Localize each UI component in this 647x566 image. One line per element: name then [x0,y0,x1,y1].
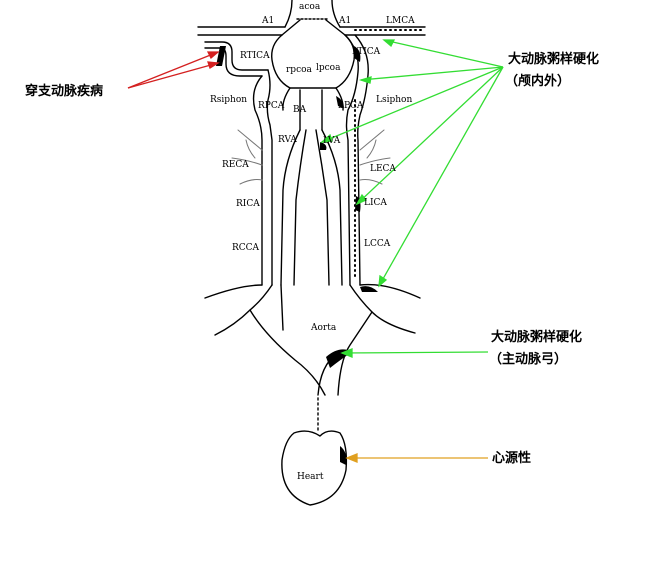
vessel-r-external-carotid [231,129,263,185]
label-a1-right: A1 [339,16,352,26]
label-heart: Heart [297,472,324,482]
heart-outline [281,430,348,506]
plaque-cardiac [340,446,347,465]
label-lpca: LPCA [338,101,364,111]
vessel-a1-right [339,26,426,36]
atherosclerosis-arch-arrow [340,348,489,358]
atherosclerosis-intra-extra-arrows [320,39,504,288]
label-lpcoa: lpcoa [316,63,341,73]
callout-atherosclerosis-arch-sub: （主动脉弓） [489,352,568,367]
label-lcca: LCCA [364,239,391,249]
label-lva: LVA [323,136,341,146]
vessel-r-siphon [252,69,273,286]
callout-atherosclerosis-intra-extra-title: 大动脉粥样硬化 [508,52,600,67]
label-a1-left: A1 [262,16,275,26]
plaque-siphon [354,46,361,62]
label-aorta: Aorta [311,323,337,333]
label-leca: LECA [370,164,396,174]
vessel-circle-of-willis [271,34,355,89]
vessel-l-external-carotid [359,129,391,185]
vessel-aca-stems [281,0,346,36]
label-lsiphon: Lsiphon [376,95,413,105]
vessel-subclavian-left [349,283,421,334]
label-lica: LICA [364,198,387,208]
plaque-rtica [216,46,226,66]
plaque-pca [336,96,344,108]
label-rva: RVA [278,135,297,145]
vessel-aortic-arch [249,284,373,396]
callout-atherosclerosis-arch-title: 大动脉粥样硬化 [491,330,583,345]
label-rpca: RPCA [258,101,285,111]
vessel-pca [282,87,344,111]
callout-cardiogenic: 心源性 [492,451,532,466]
cardiogenic-arrow [345,453,488,463]
plaque-lcca-origin [360,286,378,292]
vessel-vertebral [280,129,343,286]
label-rpcoa: rpcoa [286,65,312,75]
label-rsiphon: Rsiphon [210,95,248,105]
label-ba: BA [293,105,307,115]
label-ltica: LTICA [352,47,381,57]
plaque-lva [320,142,327,150]
callout-perforating-artery-disease: 穿支动脉疾病 [25,84,104,99]
label-rica: RICA [236,199,260,209]
label-rtica: RTICA [240,51,270,61]
label-rcca: RCCA [232,243,260,253]
callout-atherosclerosis-intra-extra-sub: （颅内外） [505,74,571,89]
vessel-basilar [299,89,323,131]
label-reca: RECA [222,160,249,170]
label-lmca: LMCA [386,16,415,26]
perforating-arrows [127,51,220,89]
label-acoa: acoa [299,2,321,12]
vessel-a1-left [197,26,286,36]
